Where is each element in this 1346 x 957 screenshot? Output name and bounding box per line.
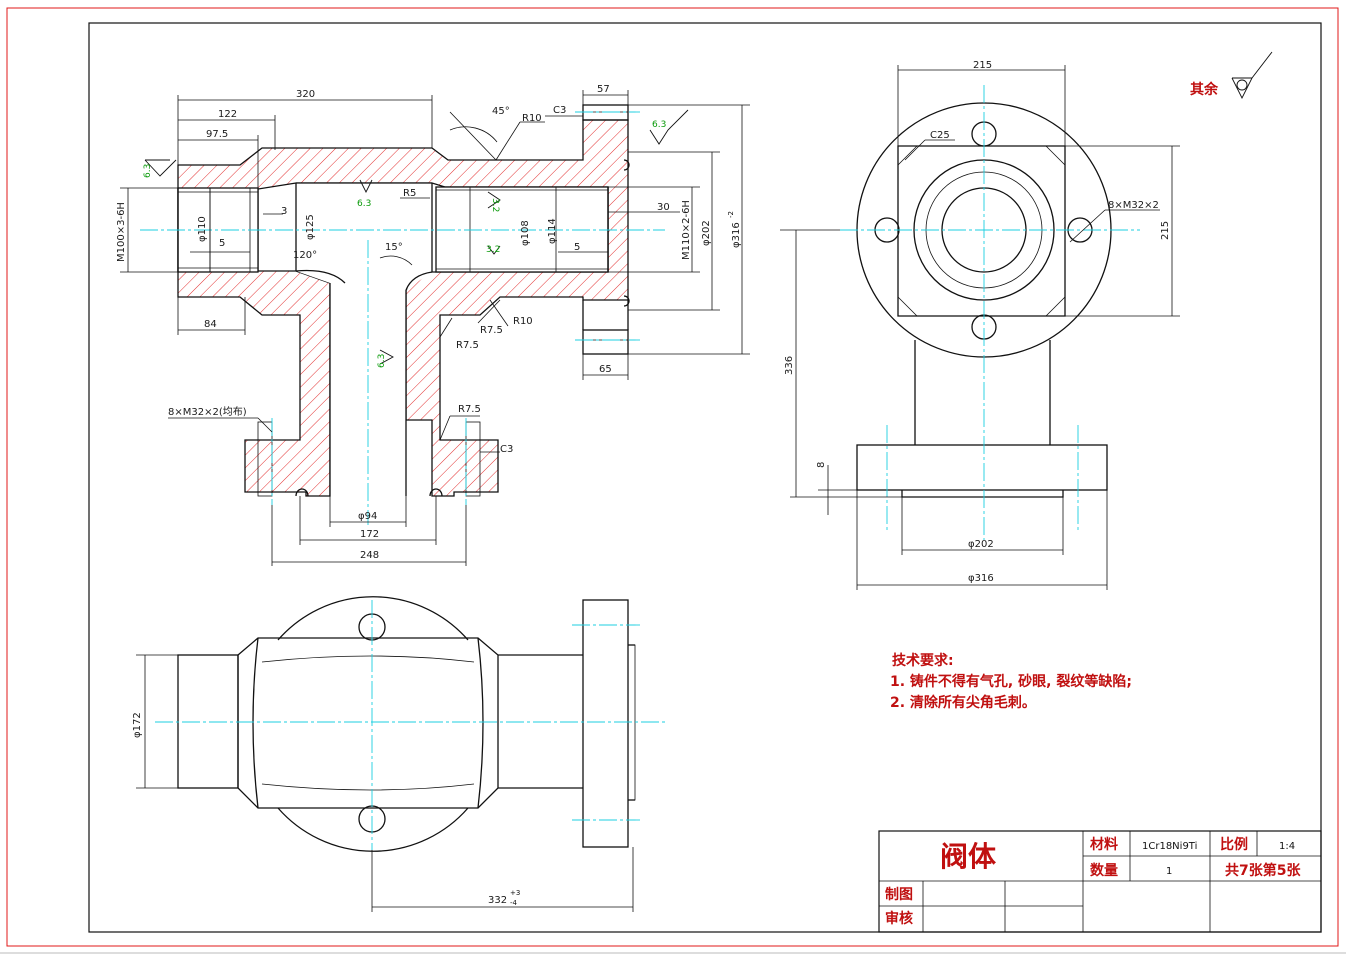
roughness-2: 6.3 xyxy=(357,199,371,209)
dim-320: 320 xyxy=(296,89,315,100)
dim-332-tol-lower: -4 xyxy=(510,899,518,907)
dim-57: 57 xyxy=(597,84,610,95)
dim-m32-note: 8×M32×2(均布) xyxy=(168,406,247,418)
dim-c3-bottom: C3 xyxy=(500,444,513,455)
dim-332: 332 xyxy=(488,895,507,906)
dim-r5: R5 xyxy=(403,188,416,199)
sheet-number: 共7张第5张 xyxy=(1225,862,1301,879)
dim-phi94: φ94 xyxy=(358,511,377,522)
dim-phi316: φ316 xyxy=(731,222,742,248)
dim-120deg: 120° xyxy=(293,250,317,261)
dim-c3-top: C3 xyxy=(553,105,566,116)
scale-label: 比例 xyxy=(1220,836,1248,853)
requirements-title: 技术要求: xyxy=(892,652,954,669)
dim-3: 3 xyxy=(281,206,287,217)
roughness-6: 6.3 xyxy=(652,120,666,130)
dim-332-tol-upper: +3 xyxy=(510,889,520,897)
check-label: 审核 xyxy=(885,910,913,927)
surface-note: 其余 xyxy=(1190,81,1219,98)
dim-r10-bottom: R10 xyxy=(513,316,533,327)
dim-84: 84 xyxy=(204,319,217,330)
dim-122: 122 xyxy=(218,109,237,120)
qty-label: 数量 xyxy=(1090,862,1118,879)
dim-172: 172 xyxy=(360,529,379,540)
dim-m110: M110×2-6H xyxy=(681,200,692,260)
drawn-label: 制图 xyxy=(885,886,913,903)
dim-phi172: φ172 xyxy=(132,712,143,738)
dim-r7-5-c: R7.5 xyxy=(458,404,481,415)
dim-97-5: 97.5 xyxy=(206,129,228,140)
dim-336: 336 xyxy=(784,356,795,375)
side-view: 215 C25 8×M32×2 215 336 8 φ202 φ316 其余 xyxy=(780,51,1273,590)
dim-5-right: 5 xyxy=(574,242,580,253)
dim-45deg: 45° xyxy=(492,106,510,117)
title-block: 阀体 材料 1Cr18Ni9Ti 比例 1:4 数量 1 共7张第5张 制图 审… xyxy=(878,830,1322,933)
roughness-5: 6.3 xyxy=(377,354,387,368)
dim-phi316-side: φ316 xyxy=(968,573,994,584)
outer-frame xyxy=(6,7,1339,947)
dim-phi110: φ110 xyxy=(197,216,208,242)
dim-phi108: φ108 xyxy=(520,220,531,246)
top-view: φ172 332 +3 -4 xyxy=(132,596,665,912)
roughness-3: 3.2 xyxy=(490,198,500,212)
front-section-view: 6.3 6.3 3.2 3.2 6.3 6.3 320 122 97.5 57 … xyxy=(116,84,750,566)
dim-m100: M100×3-6H xyxy=(116,202,127,262)
roughness-1: 6.3 xyxy=(143,164,153,178)
dim-phi125: φ125 xyxy=(305,214,316,240)
dim-r7-5-b: R7.5 xyxy=(480,325,503,336)
dim-215-top: 215 xyxy=(973,60,992,71)
requirement-1: 1. 铸件不得有气孔, 砂眼, 裂纹等缺陷; xyxy=(890,673,1132,690)
part-name: 阀体 xyxy=(940,840,997,873)
technical-requirements: 技术要求: 1. 铸件不得有气孔, 砂眼, 裂纹等缺陷; 2. 清除所有尖角毛刺… xyxy=(890,652,1132,711)
dim-5-left: 5 xyxy=(219,238,225,249)
dim-15deg: 15° xyxy=(385,242,403,253)
inner-frame xyxy=(88,22,1322,933)
qty-value: 1 xyxy=(1166,866,1172,877)
dim-phi202: φ202 xyxy=(701,220,712,246)
dim-30: 30 xyxy=(657,202,670,213)
dim-phi202-side: φ202 xyxy=(968,539,994,550)
roughness-4: 3.2 xyxy=(486,245,500,255)
dim-8: 8 xyxy=(816,462,827,468)
roughness-symbols xyxy=(144,109,689,365)
scale-value: 1:4 xyxy=(1279,841,1295,852)
dim-65: 65 xyxy=(599,364,612,375)
dim-8xm32: 8×M32×2 xyxy=(1108,200,1159,211)
dim-c25: C25 xyxy=(930,130,950,141)
requirement-2: 2. 清除所有尖角毛刺。 xyxy=(890,694,1036,711)
material-value: 1Cr18Ni9Ti xyxy=(1142,841,1197,852)
dim-248: 248 xyxy=(360,550,379,561)
dim-r7-5-a: R7.5 xyxy=(456,340,479,351)
material-label: 材料 xyxy=(1090,836,1118,853)
dim-215-right: 215 xyxy=(1160,221,1171,240)
dim-phi316-tol: -2 xyxy=(727,211,735,218)
dim-r10-top: R10 xyxy=(522,113,542,124)
dim-phi114: φ114 xyxy=(547,218,558,244)
